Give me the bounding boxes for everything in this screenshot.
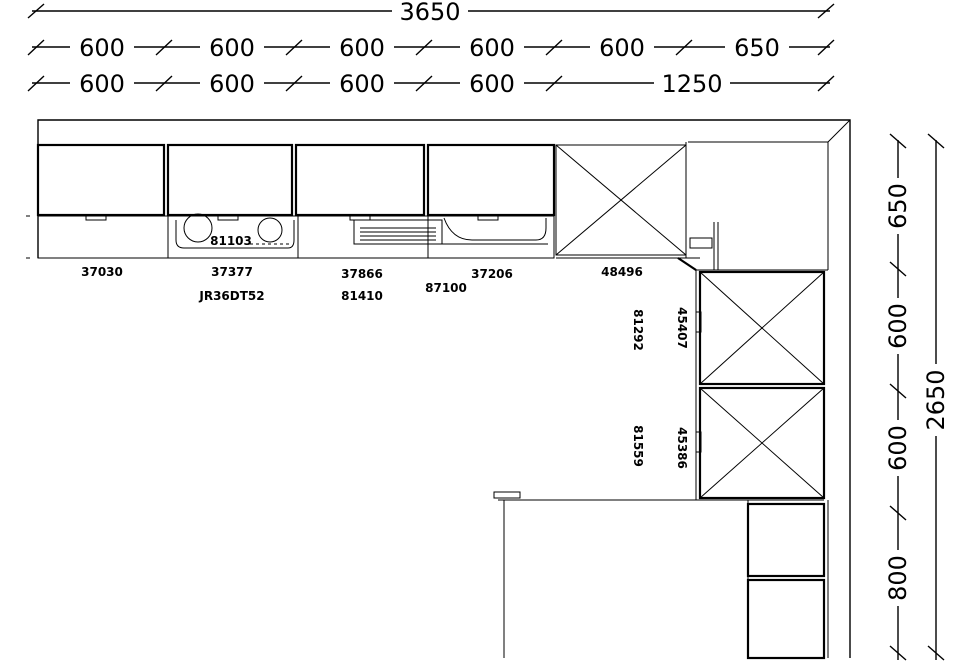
- cabinet-code: 37206: [471, 267, 513, 281]
- dimension-650: 650: [884, 183, 912, 229]
- dimension-2650: 2650: [922, 369, 950, 430]
- wall-cabinet-4: [426, 143, 556, 221]
- wall-cabinet-2: [166, 143, 294, 221]
- dimension-3650: 3650: [399, 0, 460, 26]
- top-dimension-row-1: 600 600 600 600 600 650: [27, 34, 835, 62]
- cabinet-code: 81410: [341, 289, 383, 303]
- right-dimension-total: 2650: [922, 133, 950, 661]
- cooktop: [353, 219, 443, 245]
- wall-cabinet-1: [36, 143, 166, 221]
- dimension-800: 800: [884, 555, 912, 601]
- top-dimension-total: 3650: [27, 0, 835, 26]
- cabinet-code: 45386: [675, 427, 689, 469]
- dimension-600: 600: [599, 34, 645, 62]
- base-cabinet-row: [37, 215, 700, 259]
- dimension-600: 600: [79, 34, 125, 62]
- dimension-600: 600: [79, 70, 125, 98]
- dimension-600: 600: [209, 70, 255, 98]
- cabinet-code: 37866: [341, 267, 383, 281]
- cabinet-code: 37377: [211, 265, 253, 279]
- sink-basin: [175, 213, 295, 249]
- corner-cabinet-code: 48496: [601, 265, 643, 279]
- corner-wall-cabinet: [555, 142, 687, 258]
- second-sink: [440, 217, 548, 245]
- cabinet-code: 37030: [81, 265, 123, 279]
- dimension-600: 600: [469, 34, 515, 62]
- dimension-600: 600: [209, 34, 255, 62]
- tall-cabinet: [746, 500, 829, 660]
- wall-cabinet-3: [294, 143, 426, 221]
- corner-fitting: [677, 222, 719, 271]
- dimension-600: 600: [469, 70, 515, 98]
- dimension-600: 600: [339, 34, 385, 62]
- dimension-600: 600: [884, 425, 912, 471]
- cabinet-code: JR36DT52: [198, 289, 264, 303]
- top-dimension-row-2: 600 600 600 600 1250: [27, 70, 835, 98]
- cabinet-code: 87100: [425, 281, 467, 295]
- dimension-600: 600: [339, 70, 385, 98]
- cabinet-code: 81292: [631, 309, 645, 351]
- right-dimension-detail: 650 600 600 800: [884, 133, 912, 661]
- dimension-1250: 1250: [661, 70, 722, 98]
- right-base-run: [695, 269, 828, 500]
- sink-code: 81103: [210, 234, 252, 248]
- dimension-650: 650: [734, 34, 780, 62]
- right-wall-cabinet-1: [695, 270, 826, 386]
- cabinet-code: 45407: [675, 307, 689, 349]
- article-codes: 37030 37377 JR36DT52 81103 37866 81410 8…: [81, 234, 689, 469]
- right-wall-cabinet-2: [695, 386, 826, 500]
- dimension-600: 600: [884, 303, 912, 349]
- cabinet-code: 81559: [631, 425, 645, 467]
